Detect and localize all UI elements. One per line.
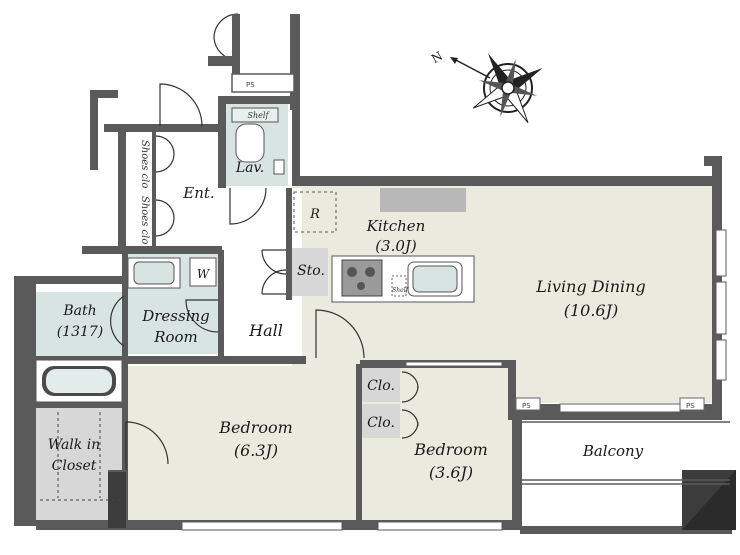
shoes-closet-label-2: Shoes clo [139, 196, 150, 244]
balcony-rails [522, 421, 730, 485]
dressing-room-line1: Dressing [141, 307, 210, 325]
refrigerator-label: R [309, 207, 320, 222]
balcony-name: Balcony [582, 442, 644, 460]
living-dining-size: (10.6J) [564, 301, 619, 320]
pipe-space-label-3: PS [686, 402, 695, 410]
bedroom-main-size: (6.3J) [234, 441, 278, 460]
dressing-room-line2: Room [153, 328, 198, 346]
bedroom-small-size: (3.6J) [429, 463, 473, 482]
kitchen-counter [331, 255, 475, 303]
storage-name: Sto. [297, 263, 325, 279]
washer [127, 257, 217, 289]
entrance-name: Ent. [182, 184, 214, 202]
washer-label: W [197, 267, 211, 281]
shelf-lav-label: Shelf [248, 111, 271, 120]
walk-in-closet-line1: Walk in [48, 437, 100, 453]
living-dining-name: Living Dining [535, 277, 645, 296]
walk-in-closet-line2: Closet [52, 458, 97, 474]
lavatory-name: Lav. [235, 160, 264, 176]
refrigerator-space [293, 191, 337, 233]
bedroom-small-name: Bedroom [413, 440, 488, 459]
dressing-room-floor [126, 292, 222, 354]
bedroom-main-floor [126, 366, 356, 520]
pillar-balcony-hatch [682, 470, 736, 530]
kitchen-size: (3.0J) [375, 237, 417, 255]
bedroom-main-name: Bedroom [218, 418, 293, 437]
closet-1-floor [362, 368, 400, 402]
closet-2-floor [362, 404, 400, 438]
closet-1-name: Clo. [367, 378, 395, 394]
pipe-space-label-1: PS [246, 81, 255, 89]
closet-2-name: Clo. [367, 415, 395, 431]
windows [181, 229, 727, 531]
bath-line2: (1317) [57, 324, 104, 340]
storage-floor [292, 248, 328, 296]
compass-rose [450, 53, 543, 123]
bath-line1: Bath [62, 303, 96, 319]
shoes-closet-label-1: Shoes clo [139, 140, 150, 188]
pipe-space-label-2: PS [522, 402, 531, 410]
entry-alcove [208, 14, 300, 110]
lavatory-fixtures [231, 107, 285, 175]
shelf-kitchen-label: Shelf [392, 287, 409, 294]
closet-rails [40, 412, 120, 501]
compass-north-letter: N [429, 49, 445, 66]
kitchen-name: Kitchen [366, 217, 426, 235]
bathtub [35, 359, 123, 403]
pillar-bottom-left [108, 472, 126, 528]
hall-name: Hall [248, 321, 283, 340]
pipe-space-boxes [515, 397, 705, 411]
